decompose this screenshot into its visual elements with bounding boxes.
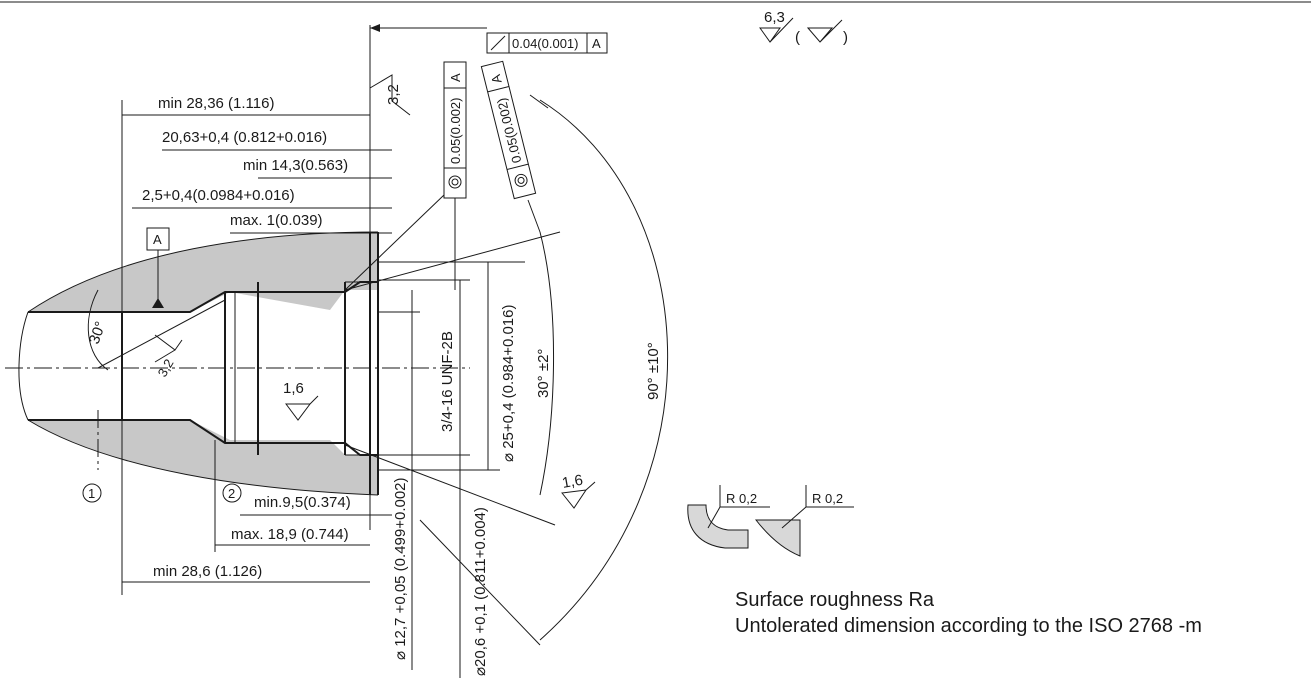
roughness-general-paren-close: ): [843, 29, 848, 46]
surface-finish-general: 6,3 ( ): [759, 9, 848, 46]
runout-arrowhead: [370, 24, 380, 32]
roughness-icon-seal: [561, 481, 596, 509]
roughness-thread: 1,6: [283, 380, 304, 397]
roughness-icon-face: [369, 74, 411, 116]
conc1-leader-2: [344, 194, 445, 291]
upper-hatch: [28, 232, 378, 312]
surface-finish-bore: 3,2: [154, 334, 183, 380]
vertical-dimensions: ⌀ 12,7 +0,05 (0.499+0.002) ⌀20,6 +0,1 (0…: [392, 262, 662, 678]
runout-frame: 0.04(0.001) A: [370, 24, 608, 54]
roughness-icon-bore: [154, 334, 183, 363]
conc2-box: [480, 60, 537, 200]
horizontal-dimensions: min 28,36 (1.116) 20,63+0,4 (0.812+0.016…: [122, 95, 392, 583]
drill-angle-text: 30°: [86, 319, 110, 346]
conc2-icon-inner: [517, 176, 525, 184]
arc-30: [539, 231, 555, 496]
radius-2-shape: [754, 519, 801, 557]
left-break: [18, 311, 29, 421]
part-section: [18, 231, 379, 496]
dim-angle-spot: 30° ±2°: [535, 349, 552, 398]
notes-block: Surface roughness Ra Untolerated dimensi…: [735, 587, 1202, 639]
radius-2-label: R 0,2: [812, 491, 843, 506]
radius-2-leader: [781, 506, 807, 529]
ext-arc-90-top: [529, 94, 549, 109]
concentricity-frame-2: A 0.05(0.002): [480, 60, 537, 200]
drill-angle: 30°: [86, 289, 226, 371]
lower-hatch: [28, 420, 378, 495]
runout-box-datum: [586, 32, 608, 54]
dim-thread-depth: 20,63+0,4 (0.812+0.016): [162, 129, 327, 146]
ext-arc-90-bottom: [419, 519, 541, 646]
conc2-div2: [506, 163, 529, 170]
note-iso-tolerance: Untolerated dimension according to the I…: [735, 615, 1202, 637]
runout-arrow-icon: [490, 35, 506, 51]
dim-drill-dia: ⌀ 12,7 +0,05 (0.499+0.002): [392, 477, 409, 660]
radius-1-leader: [707, 506, 721, 529]
dim-min-thread: min 14,3(0.563): [243, 157, 348, 174]
concentricity-frame-1: A 0.05(0.002): [344, 61, 467, 291]
roughness-face: 3,2: [385, 84, 402, 105]
roughness-icon-general: [759, 17, 794, 43]
conc2-icon-outer: [514, 173, 528, 187]
surface-finish-thread: 1,6: [283, 380, 319, 421]
dim-angle-seal: 90° ±10°: [645, 342, 662, 400]
dim-min-recess: min.9,5(0.374): [254, 494, 351, 511]
conc1-icon-inner: [451, 178, 459, 186]
drill-angle-arc: [87, 289, 109, 371]
roughness-seal: 1,6: [561, 472, 584, 492]
dim-overall-min: min 28,36 (1.116): [158, 95, 274, 112]
outer-curve-lower: [27, 419, 379, 496]
surface-finish-seal: 1,6: [561, 472, 596, 509]
datum-a-label: A: [153, 232, 162, 247]
ext-angle-upper: [344, 231, 561, 291]
conc2-datum: A: [488, 73, 505, 85]
conc1-datum: A: [448, 73, 463, 82]
runout-value: 0.04(0.001): [512, 36, 579, 51]
dim-min-total: min 28,6 (1.126): [153, 563, 262, 580]
radius-1-shape: [687, 504, 749, 549]
surface-finish-face: 3,2: [369, 74, 411, 116]
dim-spot-face: ⌀ 25+0,4 (0.984+0.016): [500, 305, 517, 463]
ext-angle-lower: [344, 444, 556, 526]
dim-thread-minor: ⌀20,6 +0,1 (0.811+0.004): [472, 507, 489, 676]
runout-datum: A: [592, 36, 601, 51]
radius-1-label: R 0,2: [726, 491, 757, 506]
arc-90: [539, 99, 669, 641]
dim-chamfer: max. 1(0.039): [230, 212, 323, 229]
marker-2-circle: [222, 483, 242, 503]
marker-1-text: 1: [88, 486, 95, 501]
dim-thread-spec: 3/4-16 UNF-2B: [439, 331, 456, 432]
radius-detail-1: R 0,2: [687, 485, 770, 549]
marker-2-text: 2: [228, 486, 235, 501]
conc2-leader: [527, 199, 541, 233]
conc2-div1: [487, 86, 510, 93]
roughness-general-paren-open: (: [795, 29, 800, 46]
radius-detail-2: R 0,2: [754, 485, 854, 557]
conc1-icon-outer: [448, 175, 462, 189]
datum-a-triangle: [152, 298, 164, 308]
marker-2: 2: [222, 483, 242, 503]
roughness-general: 6,3: [764, 9, 785, 26]
dim-counterbore: 2,5+0,4(0.0984+0.016): [142, 187, 295, 204]
dim-max-recess: max. 18,9 (0.744): [231, 526, 349, 543]
roughness-icon-thread: [285, 395, 319, 421]
conc1-value: 0.05(0.002): [448, 98, 463, 165]
marker-1-circle: [82, 483, 102, 503]
note-surface-roughness: Surface roughness Ra: [735, 589, 935, 611]
marker-1: 1: [82, 483, 102, 503]
drill-angle-line: [97, 299, 226, 369]
datum-a: A: [146, 227, 170, 308]
roughness-icon-general-2: [806, 19, 843, 43]
